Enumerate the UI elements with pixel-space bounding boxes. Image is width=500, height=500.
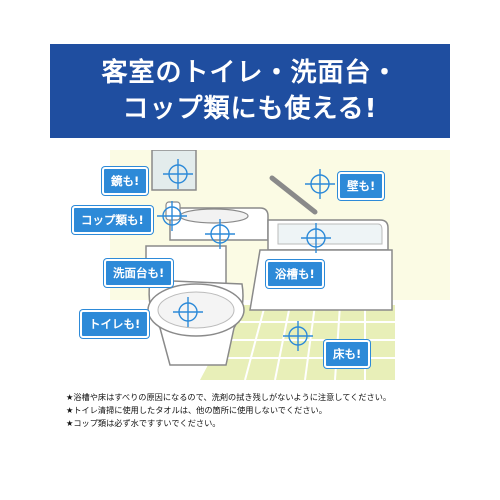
mirror [151, 149, 197, 191]
crosshair-icon [305, 169, 335, 199]
crosshair-icon [283, 321, 313, 351]
label-cups: コップ類も! [72, 206, 153, 234]
headline-line-2: コップ類にも使える! [122, 94, 378, 124]
crosshair-icon [163, 159, 193, 189]
label-floor: 床も! [324, 340, 371, 368]
label-mirror: 鏡も! [102, 167, 149, 195]
label-toilet: トイレも! [80, 310, 150, 338]
bathroom-illustration: 鏡も! 壁も! コップ類も! 洗面台も! 浴槽も! トイレも! 床も! [50, 149, 450, 381]
crosshair-targets [157, 159, 335, 351]
vanity [165, 201, 269, 241]
label-washbasin: 洗面台も! [104, 259, 174, 287]
crosshair-icon [205, 219, 235, 249]
note-slip-warning: ★浴槽や床はすべりの原因になるので、洗剤の拭き残しがないように注意してください。 [66, 392, 392, 402]
note-towel-warning: ★トイレ清掃に使用したタオルは、他の箇所に使用しないでください。 [66, 405, 327, 415]
cup [165, 201, 181, 221]
crosshair-icon [301, 223, 331, 253]
note-cup-rinse: ★コップ類は必ず水ですすいでください。 [66, 418, 221, 428]
label-bathtub: 浴槽も! [266, 260, 324, 288]
usage-notes: ★浴槽や床はすべりの原因になるので、洗剤の拭き残しがないように注意してください。… [66, 391, 466, 430]
label-wall: 壁も! [338, 172, 385, 200]
crosshair-icon [173, 297, 203, 327]
towel-bar [269, 175, 318, 215]
crosshair-icon [157, 201, 187, 231]
headline-line-1: 客室のトイレ・洗面台・ [101, 58, 399, 88]
headline-banner: 客室のトイレ・洗面台・ コップ類にも使える! [50, 44, 450, 138]
